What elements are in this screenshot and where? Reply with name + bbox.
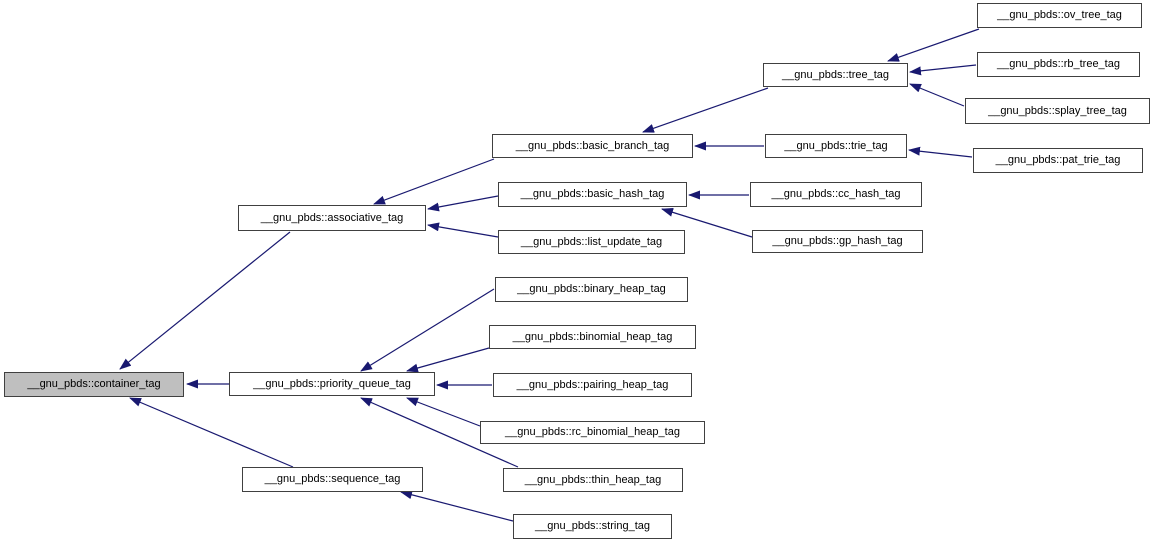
inheritance-edge-sequence_tag-to-container_tag <box>129 397 294 468</box>
node-label: __gnu_pbds::priority_queue_tag <box>253 377 411 390</box>
node-tree_tag[interactable]: __gnu_pbds::tree_tag <box>763 63 908 87</box>
inheritance-edge-pat_trie_tag-to-trie_tag <box>908 146 973 158</box>
node-label: __gnu_pbds::list_update_tag <box>520 235 663 248</box>
node-label: __gnu_pbds::thin_heap_tag <box>524 473 662 486</box>
node-rb_tree_tag[interactable]: __gnu_pbds::rb_tree_tag <box>977 52 1140 77</box>
node-label: __gnu_pbds::basic_branch_tag <box>515 139 670 152</box>
node-label: __gnu_pbds::gp_hash_tag <box>772 235 903 247</box>
node-label: __gnu_pbds::string_tag <box>535 520 650 532</box>
node-basic_hash_tag[interactable]: __gnu_pbds::basic_hash_tag <box>498 182 687 207</box>
node-label: __gnu_pbds::splay_tree_tag <box>988 104 1127 117</box>
node-label: __gnu_pbds::trie_tag <box>784 139 888 152</box>
node-rc_binomial_heap_tag[interactable]: __gnu_pbds::rc_binomial_heap_tag <box>480 421 705 444</box>
node-list_update_tag[interactable]: __gnu_pbds::list_update_tag <box>498 230 685 254</box>
inheritance-edge-string_tag-to-sequence_tag <box>400 490 514 522</box>
node-label: __gnu_pbds::binary_heap_tag <box>517 283 666 295</box>
node-container_tag[interactable]: __gnu_pbds::container_tag <box>4 372 184 397</box>
node-basic_branch_tag[interactable]: __gnu_pbds::basic_branch_tag <box>492 134 693 158</box>
node-priority_queue_tag[interactable]: __gnu_pbds::priority_queue_tag <box>229 372 435 396</box>
node-label: __gnu_pbds::pairing_heap_tag <box>516 378 669 391</box>
node-associative_tag[interactable]: __gnu_pbds::associative_tag <box>238 205 426 231</box>
node-gp_hash_tag[interactable]: __gnu_pbds::gp_hash_tag <box>752 230 923 253</box>
node-label: __gnu_pbds::tree_tag <box>781 68 890 81</box>
node-label: __gnu_pbds::container_tag <box>27 378 161 390</box>
node-label: __gnu_pbds::associative_tag <box>260 211 404 224</box>
node-pairing_heap_tag[interactable]: __gnu_pbds::pairing_heap_tag <box>493 373 692 397</box>
node-pat_trie_tag[interactable]: __gnu_pbds::pat_trie_tag <box>973 148 1143 173</box>
node-label: __gnu_pbds::sequence_tag <box>264 473 401 485</box>
node-label: __gnu_pbds::ov_tree_tag <box>997 9 1122 21</box>
node-label: __gnu_pbds::binomial_heap_tag <box>512 330 673 343</box>
inheritance-edge-binomial_heap_tag-to-priority_queue_tag <box>406 347 490 373</box>
node-label: __gnu_pbds::basic_hash_tag <box>520 188 665 200</box>
node-label: __gnu_pbds::rb_tree_tag <box>997 58 1120 70</box>
inheritance-edge-rc_binomial_heap_tag-to-priority_queue_tag <box>406 397 481 427</box>
inheritance-edge-splay_tree_tag-to-tree_tag <box>909 83 965 107</box>
node-trie_tag[interactable]: __gnu_pbds::trie_tag <box>765 134 907 158</box>
inheritance-edge-list_update_tag-to-associative_tag <box>427 222 499 238</box>
node-binary_heap_tag[interactable]: __gnu_pbds::binary_heap_tag <box>495 277 688 302</box>
inheritance-edge-basic_branch_tag-to-associative_tag <box>373 158 495 205</box>
inheritance-edge-rb_tree_tag-to-tree_tag <box>909 64 977 76</box>
node-binomial_heap_tag[interactable]: __gnu_pbds::binomial_heap_tag <box>489 325 696 349</box>
node-thin_heap_tag[interactable]: __gnu_pbds::thin_heap_tag <box>503 468 683 492</box>
node-string_tag[interactable]: __gnu_pbds::string_tag <box>513 514 672 539</box>
inheritance-edge-binary_heap_tag-to-priority_queue_tag <box>360 288 495 372</box>
node-ov_tree_tag[interactable]: __gnu_pbds::ov_tree_tag <box>977 3 1142 28</box>
node-label: __gnu_pbds::cc_hash_tag <box>771 188 901 200</box>
node-cc_hash_tag[interactable]: __gnu_pbds::cc_hash_tag <box>750 182 922 207</box>
node-label: __gnu_pbds::rc_binomial_heap_tag <box>505 426 680 438</box>
inheritance-edge-tree_tag-to-basic_branch_tag <box>642 87 769 133</box>
node-label: __gnu_pbds::pat_trie_tag <box>995 154 1121 166</box>
inheritance-edge-associative_tag-to-container_tag <box>119 231 291 370</box>
node-sequence_tag[interactable]: __gnu_pbds::sequence_tag <box>242 467 423 492</box>
node-splay_tree_tag[interactable]: __gnu_pbds::splay_tree_tag <box>965 98 1150 124</box>
inheritance-edge-basic_hash_tag-to-associative_tag <box>427 195 499 212</box>
inheritance-edge-ov_tree_tag-to-tree_tag <box>887 28 980 62</box>
